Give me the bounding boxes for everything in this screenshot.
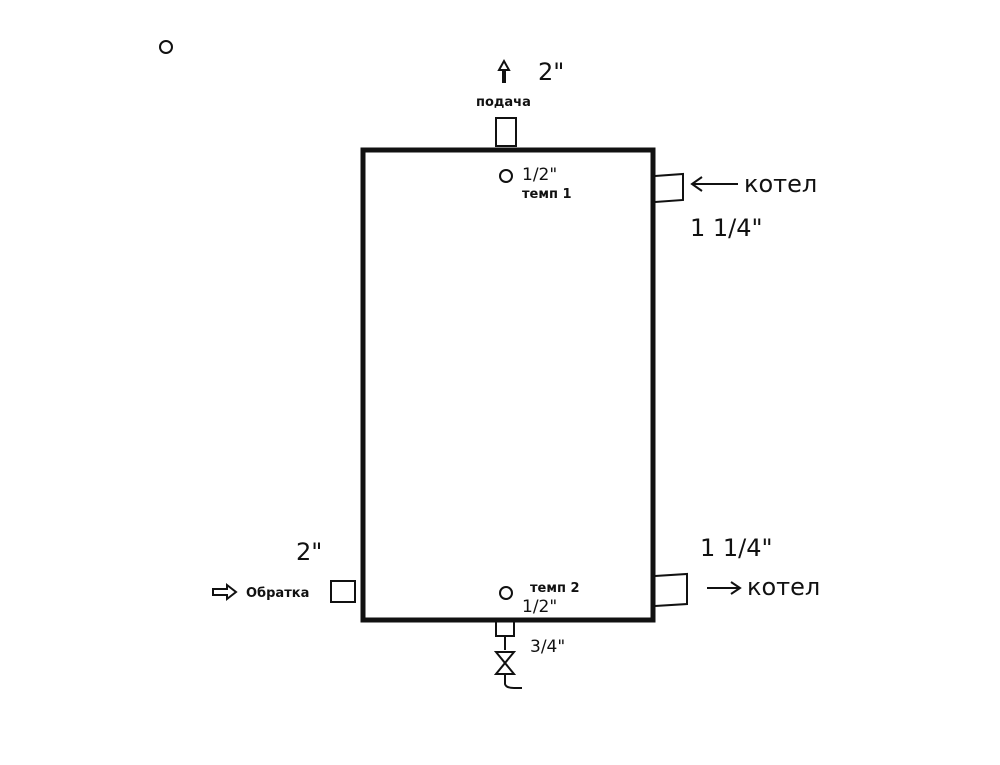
drain-nozzle — [495, 622, 515, 650]
drain-valve-icon — [493, 651, 522, 689]
boiler-inlet-arrow-icon — [690, 176, 738, 192]
boiler-inlet-nozzle — [654, 172, 684, 203]
drain-size: 3/4" — [530, 637, 565, 657]
boiler-inlet-label: котел — [744, 170, 817, 198]
temp1-port — [499, 169, 513, 183]
boiler-inlet-size: 1 1/4" — [690, 214, 763, 242]
tank-body — [360, 147, 656, 623]
boiler-outlet-label: котел — [747, 573, 820, 601]
temp2-size: 1/2" — [522, 597, 557, 617]
temp2-label: темп 2 — [530, 581, 580, 596]
supply-size: 2" — [538, 58, 564, 86]
stray-mark — [159, 40, 173, 54]
boiler-outlet-nozzle — [654, 572, 688, 607]
return-size: 2" — [296, 538, 322, 566]
boiler-outlet-size: 1 1/4" — [700, 534, 773, 562]
supply-arrow-icon — [497, 58, 511, 83]
temp1-size: 1/2" — [522, 165, 557, 185]
return-arrow-icon — [212, 582, 238, 602]
supply-label: подача — [476, 95, 531, 110]
supply-nozzle — [495, 117, 517, 147]
temp2-port — [499, 586, 513, 600]
return-label: Обратка — [246, 586, 309, 601]
return-nozzle — [330, 580, 356, 603]
boiler-outlet-arrow-icon — [707, 581, 742, 595]
temp1-label: темп 1 — [522, 187, 572, 202]
